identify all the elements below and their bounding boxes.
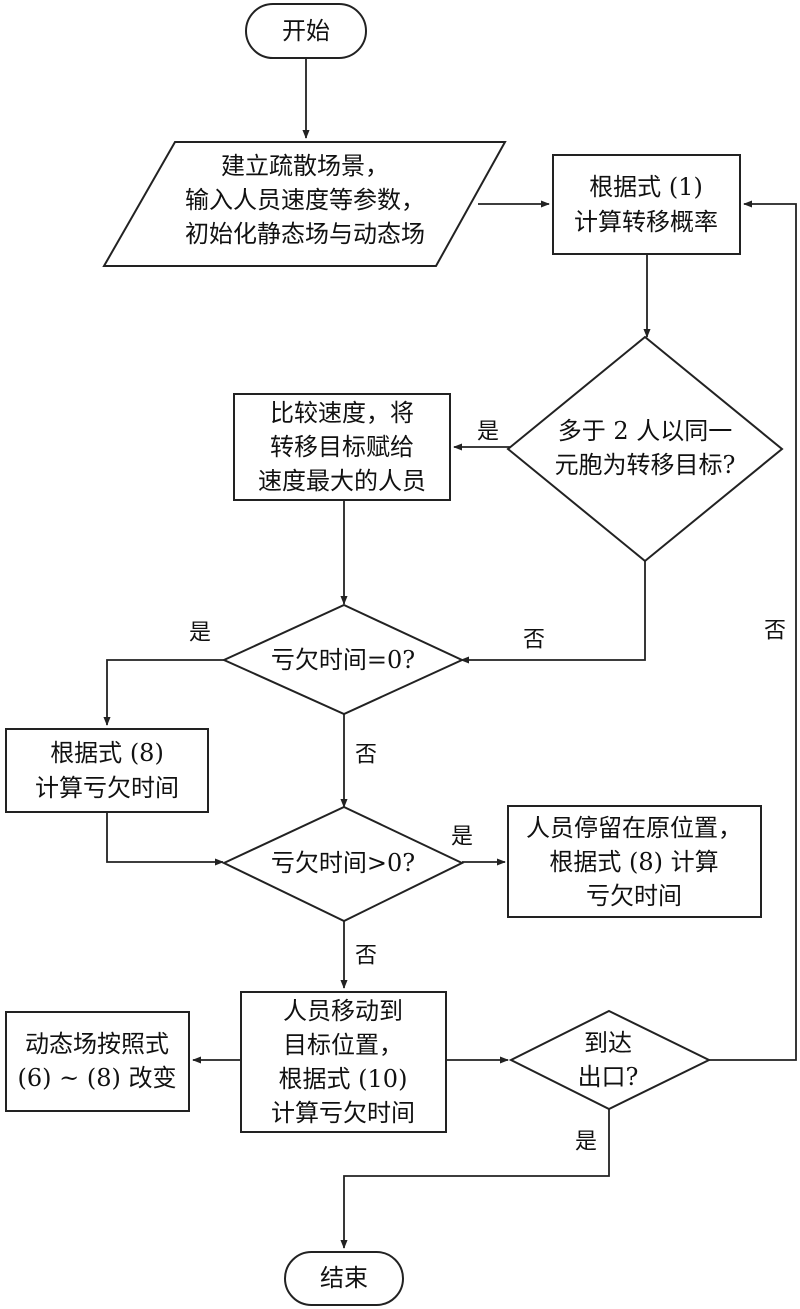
edge-exit-yes xyxy=(340,1109,610,1249)
edge-labels: 是 否 是 否 是 否 是 否 xyxy=(189,420,786,1155)
move-label-line-4: 计算亏欠时间 xyxy=(271,1099,415,1127)
decision-exit-label-line-1: 到达 xyxy=(584,1029,632,1057)
shapes xyxy=(5,3,784,1306)
end-label: 结束 xyxy=(320,1264,368,1292)
decision-multi-diamond xyxy=(506,335,784,563)
decision-zero-diamond xyxy=(221,603,465,716)
compare-speed-box xyxy=(233,393,451,501)
decision-positive-diamond xyxy=(221,805,465,923)
calc-debt8-box xyxy=(5,728,209,813)
dynamic-update-label-line-1: 动态场按照式 xyxy=(25,1030,169,1058)
input-label-line-3: 初始化静态场与动态场 xyxy=(185,220,425,248)
edge-label-exit-no: 否 xyxy=(764,619,786,644)
stay-label-line-2: 根据式 (8) 计算 xyxy=(549,848,718,876)
start-label: 开始 xyxy=(282,17,330,45)
edge-debt8-positive xyxy=(106,812,224,866)
move-label-line-2: 目标位置， xyxy=(283,1031,403,1059)
edge-label-exit-yes: 是 xyxy=(575,1130,597,1155)
edge-label-zero-no: 否 xyxy=(355,743,377,768)
calc-prob-box xyxy=(552,154,741,255)
compare-speed-label-line-2: 转移目标赋给 xyxy=(270,433,414,461)
decision-zero-label: 亏欠时间=0? xyxy=(271,646,415,674)
decision-exit-diamond xyxy=(508,1009,712,1111)
start-terminal xyxy=(245,3,367,59)
edge-exit-no xyxy=(709,200,797,1061)
calc-debt8-label-line-1: 根据式 (8) xyxy=(50,739,164,767)
end-terminal xyxy=(284,1251,404,1306)
input-parallelogram xyxy=(102,141,507,267)
stay-box xyxy=(507,805,762,918)
calc-prob-label-line-1: 根据式 (1) xyxy=(589,173,703,201)
edge-label-multi-yes: 是 xyxy=(477,420,499,445)
decision-positive-label: 亏欠时间>0? xyxy=(271,849,415,877)
input-label-line-1: 建立疏散场景， xyxy=(221,152,389,180)
dynamic-update-box xyxy=(5,1011,190,1112)
input-label-line-2: 输入人员速度等参数， xyxy=(185,186,425,214)
move-label-line-1: 人员移动到 xyxy=(283,997,403,1025)
node-labels: 开始 建立疏散场景， 输入人员速度等参数， 初始化静态场与动态场 根据式 (1)… xyxy=(18,17,743,1292)
edge-label-multi-no: 否 xyxy=(523,628,545,653)
compare-speed-label-line-3: 速度最大的人员 xyxy=(258,467,426,495)
calc-debt8-label-line-2: 计算亏欠时间 xyxy=(35,774,179,802)
edge-label-zero-yes: 是 xyxy=(189,621,211,646)
decision-multi-label-line-1: 多于 2 人以同一 xyxy=(558,417,733,445)
edges xyxy=(103,58,797,1249)
compare-speed-label-line-1: 比较速度，将 xyxy=(270,399,414,427)
stay-label-line-1: 人员停留在原位置， xyxy=(526,814,742,842)
calc-prob-label-line-2: 计算转移概率 xyxy=(574,208,718,236)
decision-multi-label-line-2: 元胞为转移目标? xyxy=(555,451,736,479)
move-label-line-3: 根据式 (10) xyxy=(279,1065,408,1093)
edge-multi-no xyxy=(460,560,646,664)
edge-zero-yes xyxy=(103,659,225,726)
stay-label-line-3: 亏欠时间 xyxy=(586,882,682,910)
edge-label-positive-yes: 是 xyxy=(451,825,473,850)
decision-exit-label-line-2: 出口? xyxy=(578,1063,639,1091)
move-box xyxy=(240,991,447,1133)
edge-label-positive-no: 否 xyxy=(355,944,377,969)
dynamic-update-label-line-2: (6) ~ (8) 改变 xyxy=(18,1064,177,1092)
